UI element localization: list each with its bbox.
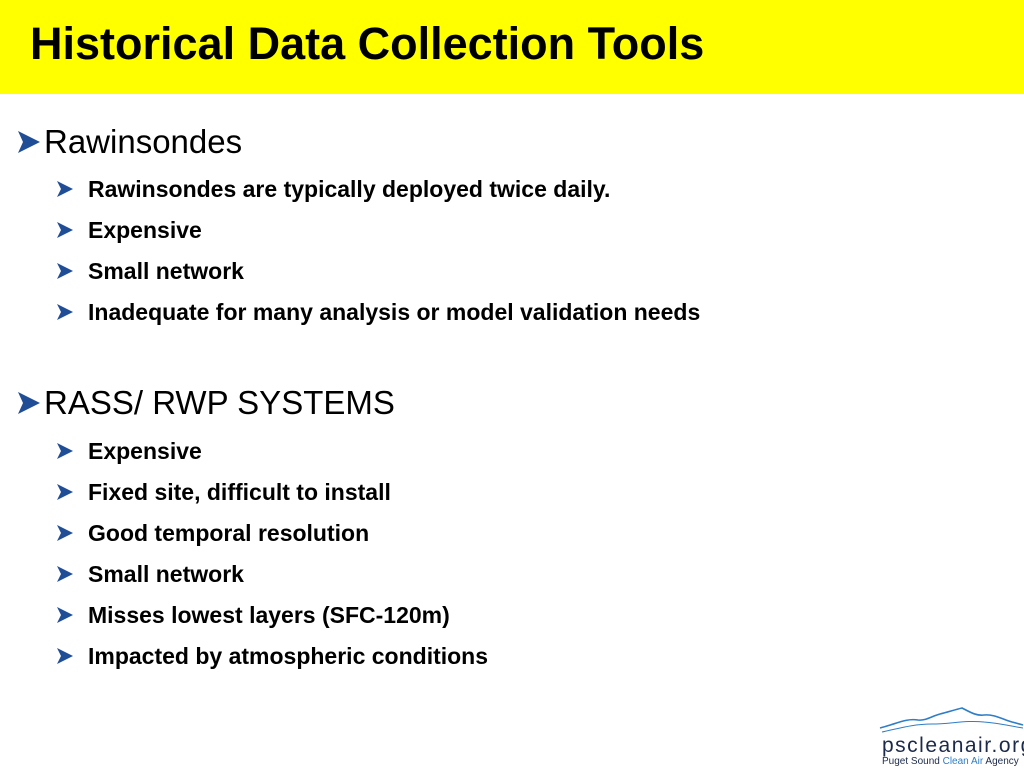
section-heading-rawinsondes: Rawinsondes: [17, 122, 242, 162]
list-item-label: Inadequate for many analysis or model va…: [88, 299, 701, 325]
arrow-bullet-icon: [17, 390, 44, 416]
arrow-bullet-icon: [56, 221, 88, 239]
arrow-bullet-icon: [56, 442, 88, 460]
arrow-bullet-icon: [56, 483, 88, 501]
arrow-bullet-icon: [56, 180, 88, 198]
list-item-label: Misses lowest layers (SFC-120m): [88, 602, 450, 628]
list-item: Misses lowest layers (SFC-120m): [56, 600, 450, 630]
mountain-logo-icon: [879, 707, 1024, 733]
arrow-bullet-icon: [56, 303, 88, 321]
list-item: Rawinsondes are typically deployed twice…: [56, 174, 610, 204]
arrow-bullet-icon: [56, 647, 88, 665]
logo-agency-prefix: Puget Sound: [882, 756, 943, 767]
logo-domain: pscleanair.org: [882, 734, 1024, 757]
arrow-bullet-icon: [56, 565, 88, 583]
list-item-label: Impacted by atmospheric conditions: [88, 643, 489, 669]
list-item-label: Small network: [88, 561, 244, 587]
list-item-label: Expensive: [88, 438, 202, 464]
list-item: Impacted by atmospheric conditions: [56, 641, 488, 671]
arrow-bullet-icon: [56, 262, 88, 280]
list-item: Inadequate for many analysis or model va…: [56, 297, 700, 327]
logo-agency-highlight: Clean Air: [942, 756, 984, 767]
list-item-label: Good temporal resolution: [88, 520, 370, 546]
list-item-label: Fixed site, difficult to install: [88, 479, 391, 505]
list-item: Fixed site, difficult to install: [56, 477, 391, 507]
list-item: Small network: [56, 559, 244, 589]
list-item: Good temporal resolution: [56, 518, 369, 548]
section-heading-rass-rwp: RASS/ RWP SYSTEMS: [17, 383, 395, 423]
list-item-label: Rawinsondes are typically deployed twice…: [88, 176, 611, 202]
logo-agency-suffix: Agency: [983, 756, 1019, 767]
agency-logo: pscleanair.org Puget Sound Clean Air Age…: [876, 706, 1024, 768]
list-item-label: Small network: [88, 258, 244, 284]
section-heading-label: Rawinsondes: [44, 123, 243, 160]
list-item-label: Expensive: [88, 217, 202, 243]
list-item: Small network: [56, 256, 244, 286]
list-item: Expensive: [56, 215, 202, 245]
logo-agency-name: Puget Sound Clean Air Agency: [882, 756, 1019, 767]
title-bar: Historical Data Collection Tools: [0, 0, 1024, 94]
arrow-bullet-icon: [56, 524, 88, 542]
section-heading-label: RASS/ RWP SYSTEMS: [44, 384, 395, 421]
arrow-bullet-icon: [17, 129, 44, 155]
list-item: Expensive: [56, 436, 202, 466]
slide-title: Historical Data Collection Tools: [30, 18, 705, 69]
arrow-bullet-icon: [56, 606, 88, 624]
